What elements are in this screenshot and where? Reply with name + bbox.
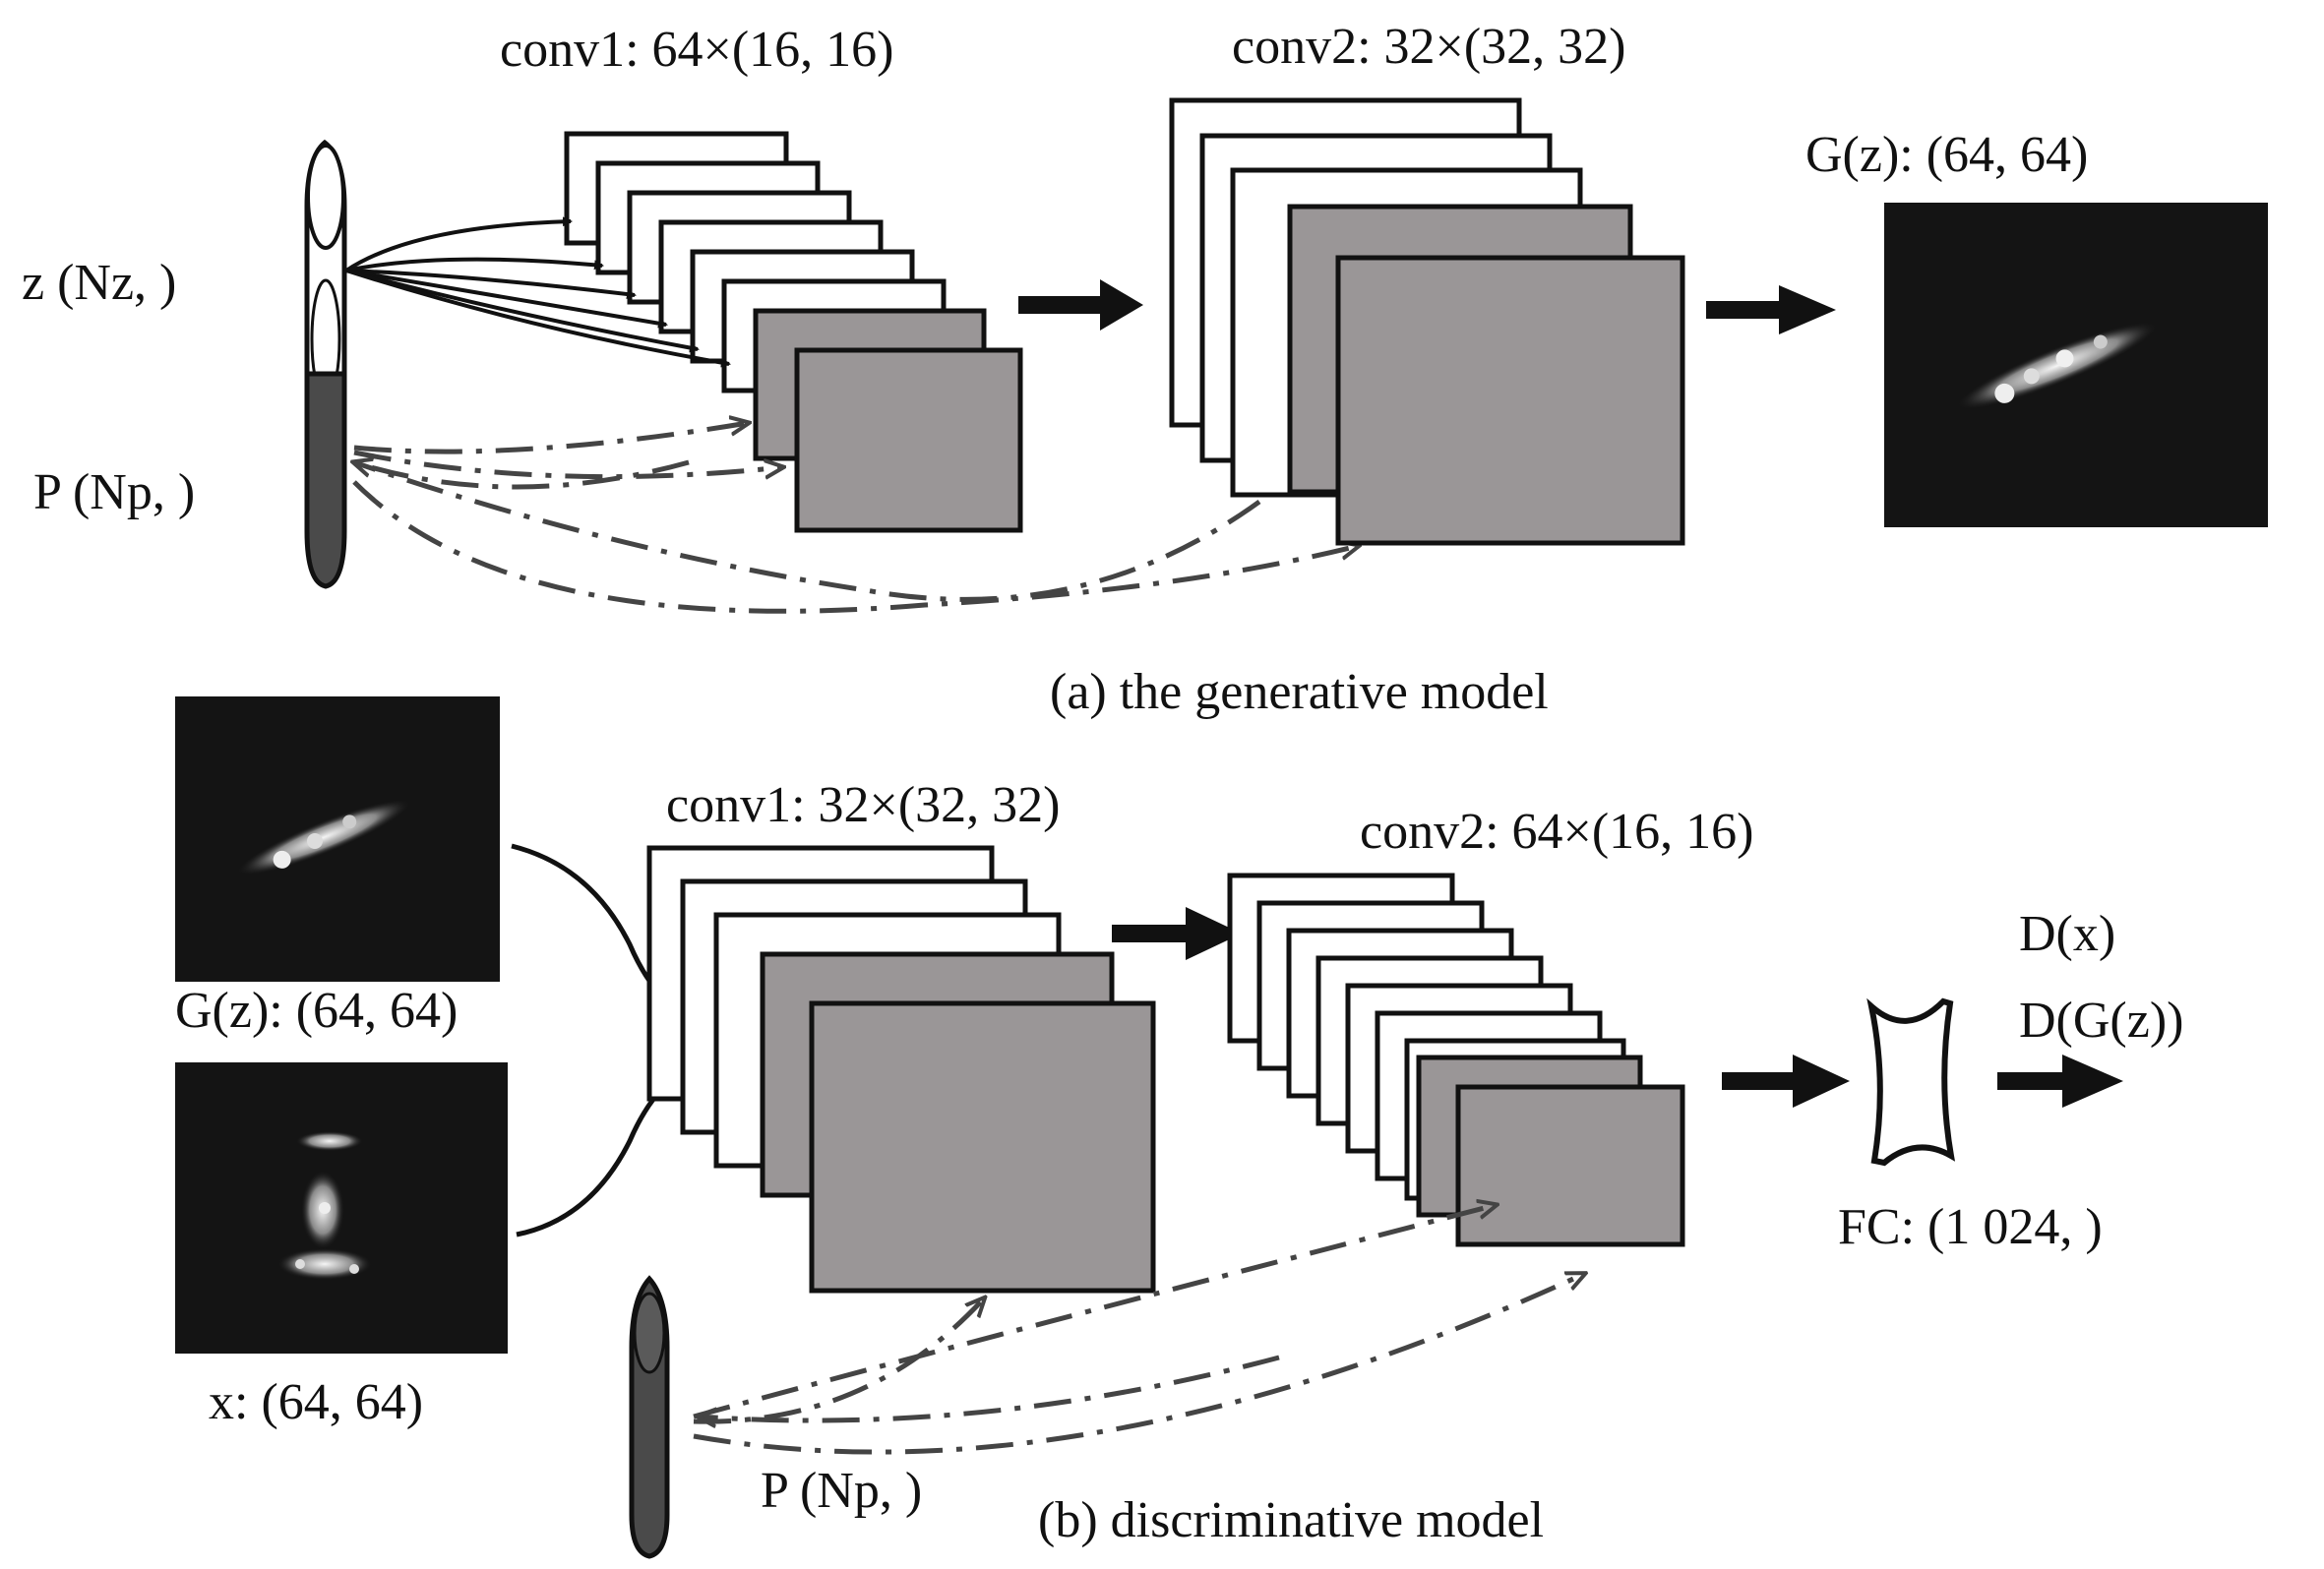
gen-arrow-conv1-conv2 [1018,279,1143,331]
gen-conv1-map-front [794,347,1023,533]
z-to-conv1-connections [344,216,731,368]
p-conditioning-links-disc [693,1205,1584,1455]
fc-layer [1866,997,1956,1167]
gen-conv2-stack [1169,97,1685,546]
gen-output-label: G(z): (64, 64) [1805,127,2089,183]
z-label: z (Nz, ) [22,255,177,311]
gen-p-label: P (Np, ) [33,464,196,520]
gen-caption: (a) the generative model [1050,664,1549,720]
gen-conv2-map-front [1335,255,1685,546]
disc-gz-label: G(z): (64, 64) [175,983,459,1039]
input-vector-zp [304,139,347,589]
disc-conv1-map-front [809,1000,1156,1294]
p-vector-segment [304,371,347,589]
disc-arrow-conv2-fc [1722,1055,1850,1108]
gen-conv2-label: conv2: 32×(32, 32) [1232,19,1626,75]
generative-model [304,97,2268,614]
p-conditioning-links-gen [354,423,1358,614]
gen-output-object [1956,322,2158,410]
disc-output-label-dgz: D(G(z)) [2019,993,2184,1049]
disc-conv1-stack [646,845,1156,1294]
disc-p-vector [629,1275,670,1559]
discriminative-model [175,696,2123,1559]
disc-arrow-conv1-conv2 [1112,907,1242,960]
disc-conv1-label: conv1: 32×(32, 32) [666,777,1061,833]
disc-arrow-fc-output [1997,1055,2123,1108]
gen-output-image [1884,203,2268,527]
disc-p-label: P (Np, ) [761,1463,923,1519]
disc-output-label-dx: D(x) [2019,906,2116,962]
gen-conv1-stack [564,131,1023,533]
disc-input-x-image [175,1062,508,1354]
disc-input-gz-image [175,696,500,982]
disc-conv2-map-front [1455,1084,1685,1247]
gen-conv1-label: conv1: 64×(16, 16) [500,22,894,78]
gen-arrow-conv2-output [1706,285,1836,334]
disc-conv2-label: conv2: 64×(16, 16) [1360,804,1754,860]
z-vector-top-cap [306,144,345,250]
fc-label: FC: (1 024, ) [1838,1199,2103,1255]
disc-caption: (b) discriminative model [1038,1492,1545,1548]
disc-x-label: x: (64, 64) [209,1374,424,1430]
disc-conv2-stack [1227,873,1685,1247]
